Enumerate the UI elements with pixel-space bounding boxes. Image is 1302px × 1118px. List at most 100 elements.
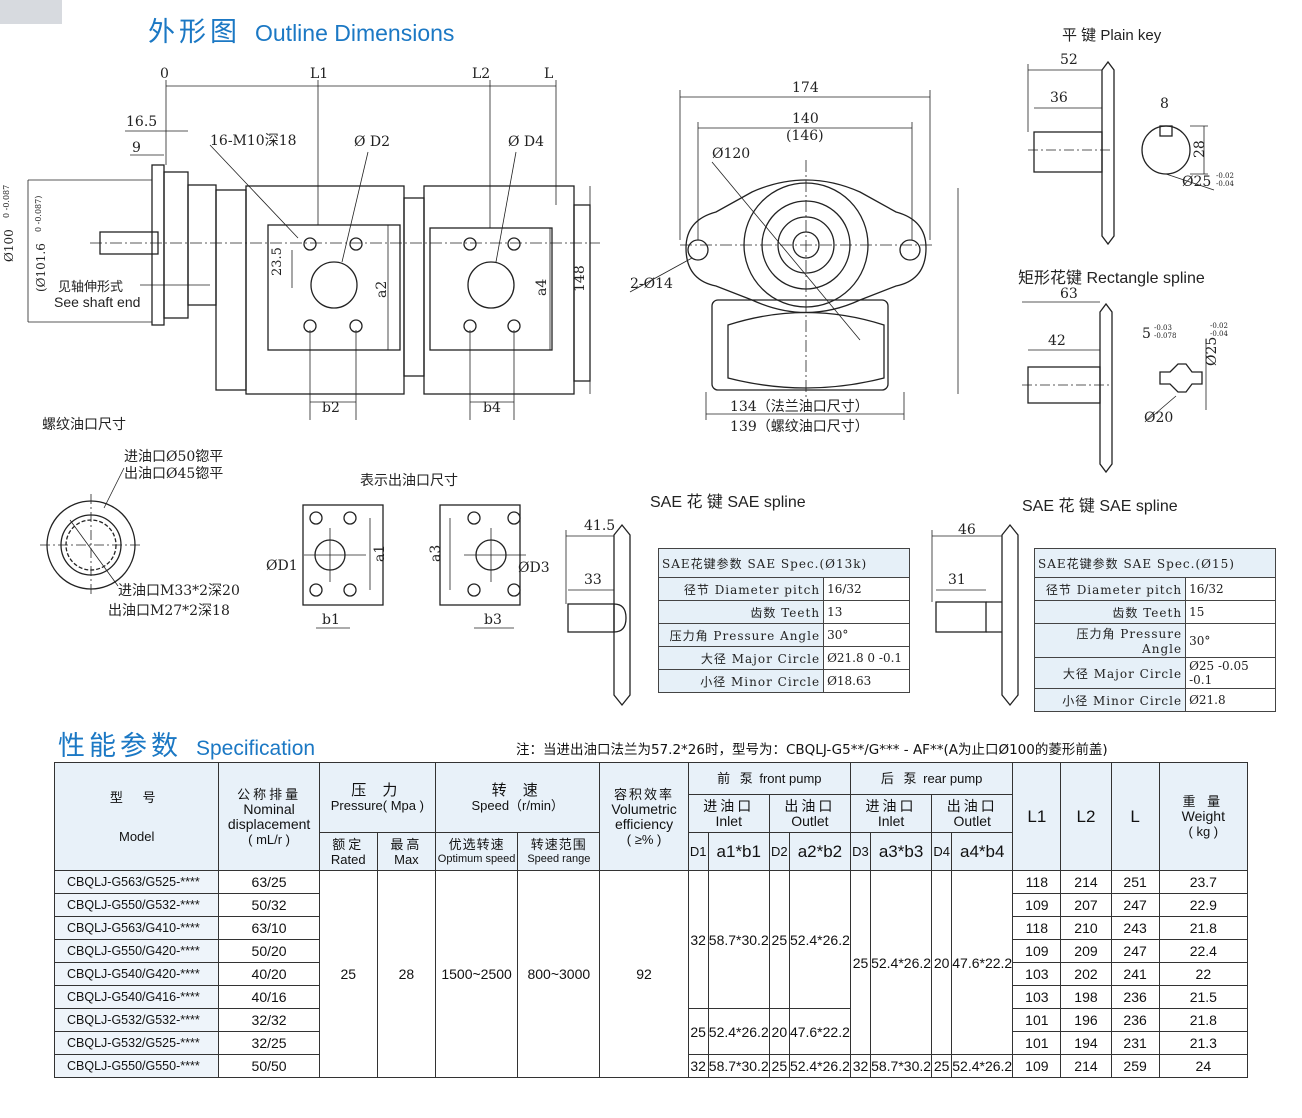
th-a1b1: a1*b1 — [707, 832, 770, 871]
sae-b-value: 15 — [1185, 600, 1276, 624]
th-model-cn: 型 号 — [109, 789, 164, 805]
th-press-en: Pressure( Mpa ) — [330, 797, 424, 813]
th-front-en: front pump — [759, 771, 822, 786]
cell-L1: 109 — [1012, 893, 1062, 917]
cell-L: 231 — [1110, 1031, 1160, 1055]
cell-model: CBQLJ-G540/G416-**** — [53, 985, 220, 1009]
dim-a4: a4 — [534, 278, 550, 296]
plain-key-view — [1027, 60, 1215, 246]
th-D2: D2 — [768, 832, 790, 871]
dim-rs-63: 63 — [1060, 286, 1078, 302]
dim-146: (146) — [786, 128, 824, 144]
cell-L: 247 — [1110, 893, 1160, 917]
th-eff-en: Volumetric efficiency — [611, 800, 677, 832]
dim-L: L — [544, 66, 554, 82]
dim-rs-25: Ø25 — [1204, 336, 1220, 366]
shaft-note-en: See shaft end — [54, 294, 141, 310]
cell-D4: 25 — [931, 1054, 953, 1078]
cell-L1: 109 — [1012, 939, 1062, 963]
th-speed-en: Speed（r/min） — [471, 797, 564, 813]
dim-pk-28: 28 — [1192, 140, 1208, 158]
side-view — [27, 80, 600, 420]
dim-L1: L1 — [310, 66, 329, 82]
th-max-en: Max — [394, 851, 419, 867]
cell-L2: 207 — [1060, 893, 1112, 917]
cell-disp: 32/25 — [218, 1031, 320, 1055]
cell-efficiency: 92 — [599, 870, 689, 1078]
cell-weight: 21.8 — [1158, 916, 1249, 940]
cell-model: CBQLJ-G550/G420-**** — [53, 939, 220, 963]
dim-b3: b3 — [484, 612, 502, 628]
cell-a2b2: 47.6*22.2 — [788, 1008, 851, 1055]
table-row: CBQLJ-G550/G420-**** 50/20 109 209 247 2… — [53, 939, 1249, 963]
sae-b-key: 小径 Minor Circle — [1033, 688, 1187, 712]
cell-D4: 20 — [931, 870, 953, 1055]
th-L2: L2 — [1060, 762, 1112, 871]
th-L: L — [1110, 762, 1160, 871]
cell-max: 28 — [376, 870, 436, 1078]
sae-spline-b-view — [931, 523, 1019, 707]
cell-a2b2: 52.4*26.2 — [788, 870, 851, 1009]
spec-note: 注：当进出油口法兰为57.2*26时，型号为：CBQLJ-G5**/G*** -… — [516, 742, 1108, 758]
cell-a1b1: 58.7*30.2 — [707, 870, 770, 1009]
th-inlet-en: Inlet — [715, 812, 742, 829]
th-front-cn: 前 泵 — [717, 771, 756, 786]
dim-rs-5: 5 — [1142, 326, 1151, 342]
cell-D3: 25 — [849, 870, 872, 1055]
inlet-flat-note: 进油口Ø50锪平 — [124, 449, 224, 465]
th-front-pump: 前 泵 front pump — [687, 762, 851, 795]
cell-weight: 24 — [1158, 1054, 1249, 1078]
th-rated-cn: 额定 — [332, 836, 365, 852]
th-a2b2: a2*b2 — [788, 832, 851, 871]
cell-L2: 194 — [1060, 1031, 1112, 1055]
th-outlet-en: Outlet — [791, 812, 829, 829]
cell-optimum-speed: 1500~2500 — [434, 870, 519, 1078]
dim-a2: a2 — [374, 280, 390, 298]
th-outlet-cn: 出油口 — [946, 797, 998, 814]
cell-L1: 109 — [1012, 1054, 1062, 1078]
dim-140: 140 — [792, 111, 819, 127]
dim-origin: 0 — [160, 66, 169, 82]
cell-speed-range: 800~3000 — [517, 870, 601, 1078]
cell-disp: 63/25 — [218, 870, 320, 894]
dim-a1: a1 — [372, 544, 388, 562]
thread-port-view — [40, 467, 142, 596]
dim-b2: b2 — [322, 400, 340, 416]
cell-disp: 40/20 — [218, 962, 320, 986]
dim-23-5: 23.5 — [270, 247, 285, 276]
dim-pk-8: 8 — [1160, 96, 1169, 112]
cell-L2: 202 — [1060, 962, 1112, 986]
dim-sb-31: 31 — [948, 572, 966, 588]
flange-title: 表示出油口尺寸 — [360, 473, 458, 489]
sae-a-key: 齿数 Teeth — [657, 600, 825, 624]
cell-L1: 103 — [1012, 962, 1062, 986]
th-model-en: Model — [119, 828, 155, 844]
th-weight-en: Weight — [1181, 808, 1225, 824]
th-outlet-cn: 出油口 — [784, 797, 836, 814]
outlet-thread-note: 出油口M27*2深18 — [108, 603, 230, 619]
th-D4: D4 — [931, 832, 953, 871]
cell-D2: 25 — [768, 870, 790, 1009]
cell-a3b3: 58.7*30.2 — [870, 1054, 933, 1078]
th-opt-cn: 优选转速 — [448, 836, 505, 852]
dim-d120: Ø120 — [712, 146, 751, 162]
sae-b-key: 齿数 Teeth — [1033, 600, 1187, 624]
dim-rs-42: 42 — [1048, 333, 1066, 349]
th-rear-cn: 后 泵 — [880, 771, 920, 786]
dim-sa-33: 33 — [584, 572, 602, 588]
dim-9: 9 — [132, 140, 141, 156]
dim-pk-25-tol: -0.02 -0.04 — [1216, 172, 1234, 188]
table-row: CBQLJ-G563/G410-**** 63/10 118 210 243 2… — [53, 916, 1249, 940]
table-row: CBQLJ-G540/G420-**** 40/20 103 202 241 2… — [53, 962, 1249, 986]
technical-drawing — [27, 60, 1215, 707]
cell-L: 236 — [1110, 1008, 1160, 1032]
dim-174: 174 — [792, 80, 819, 96]
th-range-en: Speed range — [527, 852, 591, 865]
spec-heading-cn: 性能参数 — [58, 731, 182, 762]
inlet-thread-note: 进油口M33*2深20 — [118, 583, 240, 599]
